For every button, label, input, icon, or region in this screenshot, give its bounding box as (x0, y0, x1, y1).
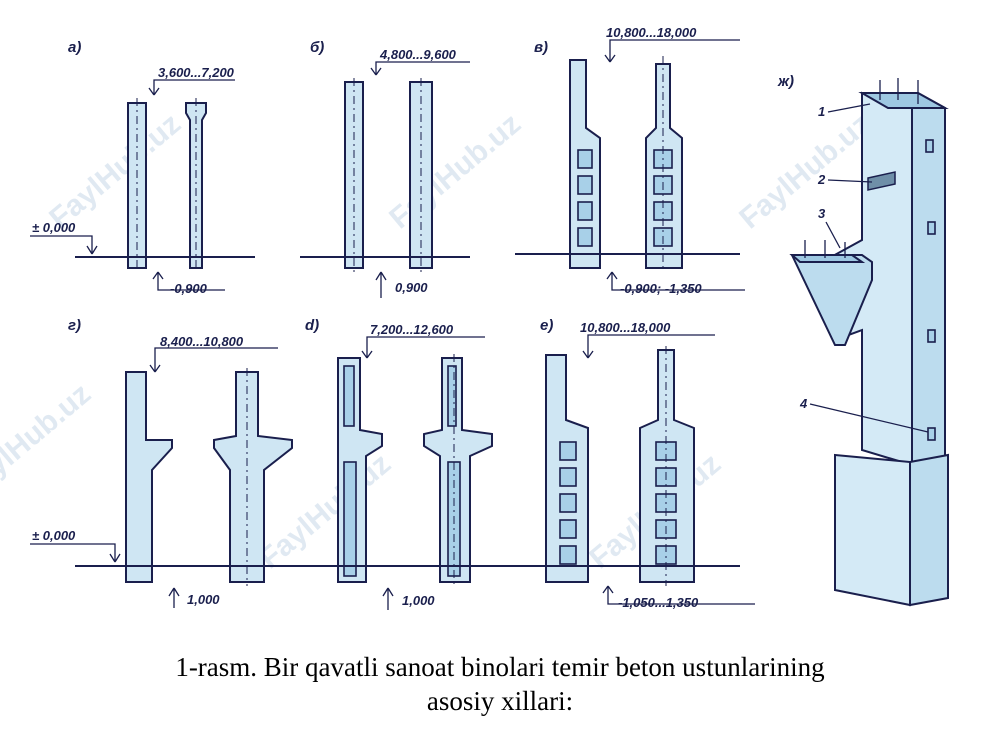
panel-label-e: е) (540, 317, 553, 334)
panel-label-g: г) (68, 317, 81, 334)
column-slot (447, 365, 457, 427)
dim-top-d: 7,200...12,600 (370, 322, 454, 337)
column-g-left (125, 371, 173, 583)
dim-leader-bottom-v (606, 271, 745, 291)
dim-leader-bottom-d (382, 587, 394, 610)
column-a-right (185, 102, 207, 269)
dim-leader-top-d (361, 336, 485, 359)
dim-top-b: 4,800...9,600 (379, 47, 457, 62)
watermark: FaylHub.uz (733, 107, 877, 235)
column-slot (577, 227, 593, 247)
zh-hole (927, 221, 936, 235)
dim-top-e: 10,800...18,000 (580, 320, 671, 335)
dim-bottom-b: 0,900 (395, 280, 428, 295)
level-leader-g (30, 543, 121, 563)
panel-g: г) 8,400...10,800 1,000 ± 0,000 (30, 317, 293, 608)
zh-console (790, 254, 873, 346)
zh-top-cap (858, 92, 949, 109)
zh-callout-line (827, 179, 873, 183)
zh-hole (927, 427, 936, 441)
zh-console-top (789, 254, 866, 263)
panel-label-a: а) (68, 39, 81, 56)
panel-label-v: в) (534, 39, 548, 56)
dim-bottom-e: -1,050...1,350 (618, 595, 699, 610)
column-slot (577, 201, 593, 221)
dim-bottom-v: -0,900; -1,350 (620, 281, 702, 296)
dim-leader-bottom-b (375, 271, 387, 298)
panel-v: в) 10,800...18,000 -0,900; -1,350 (534, 25, 745, 296)
dim-bottom-d: 1,000 (402, 593, 435, 608)
zh-callout-1: 1 (818, 104, 825, 119)
caption-line-1: 1-rasm. Bir qavatli sanoat binolari temi… (175, 652, 825, 682)
panel-zh: ж) 1 2 3 4 (777, 73, 949, 607)
dim-bottom-g: 1,000 (187, 592, 220, 607)
dim-leader-top-b (370, 61, 470, 76)
watermark: FaylHub.uz (0, 377, 97, 505)
column-slot (559, 545, 577, 565)
column-slot (577, 175, 593, 195)
watermark: FaylHub.uz (43, 107, 187, 235)
zh-callout-2: 2 (817, 172, 826, 187)
panel-a: а) 3,600...7,200 -0,900 ± 0,000 (30, 39, 235, 296)
column-g-right (213, 371, 293, 583)
watermark: FaylHub.uz (253, 447, 397, 575)
panel-label-d: d) (305, 317, 319, 334)
column-types-figure: FaylHub.uz FaylHub.uz FaylHub.uz FaylHub… (0, 25, 949, 610)
dim-leader-bottom-a (152, 271, 225, 291)
figure-caption: 1-rasm. Bir qavatli sanoat binolari temi… (0, 650, 1000, 718)
dim-top-g: 8,400...10,800 (160, 334, 244, 349)
caption-line-2: asosiy xillari: (426, 686, 574, 716)
zh-callout-line (827, 103, 871, 113)
level-mark-a: ± 0,000 (32, 220, 76, 235)
panel-label-zh: ж) (777, 73, 794, 90)
dim-leader-bottom-e (602, 585, 755, 605)
level-leader-a (30, 235, 98, 255)
panel-label-b: б) (310, 39, 324, 56)
dim-leader-top-a (148, 79, 235, 96)
level-mark-g: ± 0,000 (32, 528, 76, 543)
column-slot (559, 493, 577, 513)
panel-e: е) 10,800...18,000 -1,050...1,350 (540, 317, 755, 610)
column-slot (343, 461, 357, 577)
column-slot (343, 365, 355, 427)
dim-top-v: 10,800...18,000 (606, 25, 697, 40)
panel-b: б) 4,800...9,600 0,900 (310, 39, 470, 298)
dim-bottom-a: -0,900 (170, 281, 208, 296)
panel-d: d) 7,200...12,600 1,000 (305, 317, 493, 610)
zh-callout-line (825, 221, 841, 249)
dim-top-a: 3,600...7,200 (158, 65, 235, 80)
dim-leader-top-e (582, 334, 715, 359)
column-slot (559, 519, 577, 539)
dim-leader-top-g (149, 347, 278, 373)
column-slot (577, 149, 593, 169)
column-e-right (639, 349, 695, 583)
watermark: FaylHub.uz (383, 107, 527, 235)
zh-lower-side (909, 453, 949, 607)
column-slot (559, 441, 577, 461)
zh-lower-front (834, 453, 911, 607)
zh-hole (927, 329, 936, 343)
column-slot (559, 467, 577, 487)
zh-embedded-plate (867, 171, 896, 191)
zh-hole (925, 139, 934, 153)
zh-callout-3: 3 (818, 206, 826, 221)
dim-leader-bottom-g (168, 587, 180, 608)
zh-callout-line (809, 403, 929, 433)
zh-callout-4: 4 (799, 396, 808, 411)
dim-leader-top-v (604, 39, 740, 63)
